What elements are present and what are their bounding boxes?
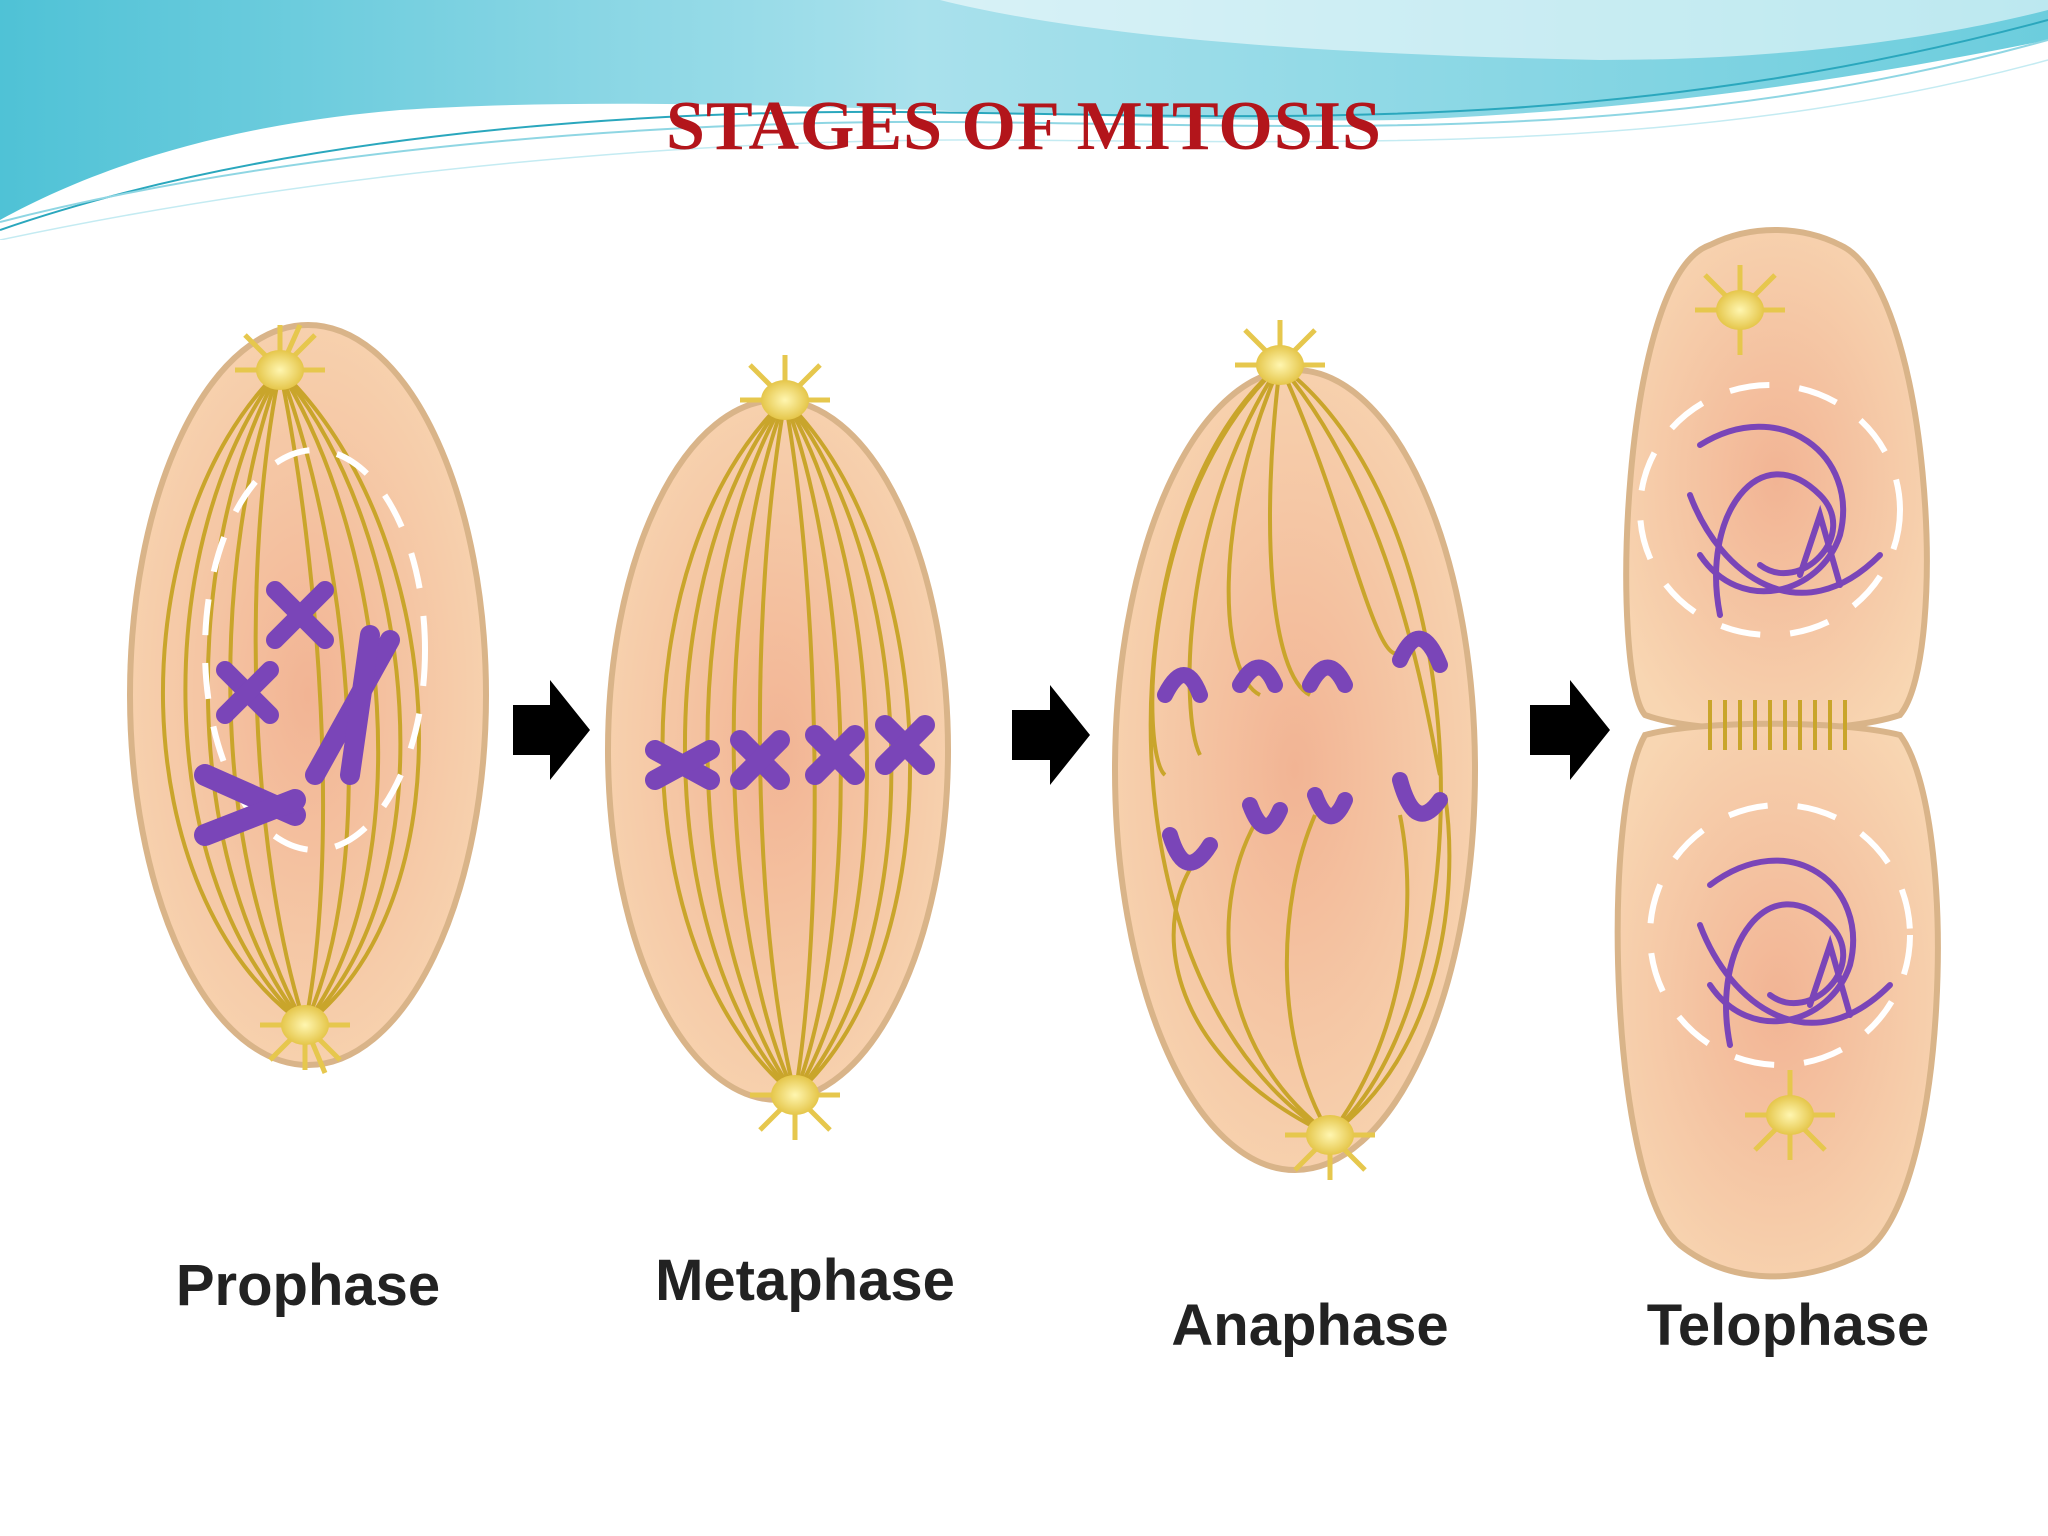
centrosome-bottom — [260, 1005, 350, 1074]
stage-telophase — [1614, 227, 1941, 1280]
nuclear-envelope — [202, 447, 428, 853]
label-prophase: Prophase — [176, 1253, 440, 1318]
slide-title: STAGES OF MITOSIS — [666, 88, 1382, 165]
centrosome-bottom — [750, 1075, 840, 1140]
spindle-fibers — [1148, 363, 1452, 1137]
label-metaphase: Metaphase — [655, 1248, 955, 1313]
mitosis-diagram: Prophase Metaphase Anaphase Telophase — [127, 227, 1941, 1358]
chromosomes — [194, 581, 400, 846]
chromosomes — [1157, 630, 1448, 871]
chromosomes — [645, 715, 935, 790]
nuclear-envelope-top — [1637, 382, 1903, 638]
chromatin-top — [1687, 423, 1883, 618]
centrosome-top — [740, 355, 830, 420]
cell-membrane-top — [1623, 227, 1930, 733]
header-wave-decoration — [0, 0, 2048, 240]
centrosome-top — [1695, 265, 1785, 355]
right-arrow-icon — [513, 680, 590, 780]
centrosome-top — [1235, 320, 1325, 385]
chromatin-bottom — [1697, 857, 1893, 1048]
label-anaphase: Anaphase — [1171, 1293, 1448, 1358]
stage-anaphase — [1112, 320, 1478, 1180]
label-telophase: Telophase — [1647, 1293, 1930, 1358]
centrosome-bottom — [1745, 1070, 1835, 1160]
cell-membrane — [127, 322, 489, 1068]
nuclear-envelope-bottom — [1647, 802, 1913, 1068]
stage-metaphase — [605, 355, 951, 1140]
right-arrow-icon — [1530, 680, 1610, 780]
right-arrow-icon — [1012, 685, 1090, 785]
stage-prophase — [127, 322, 489, 1074]
centrosome-bottom — [1285, 1115, 1375, 1180]
centrosome-top — [235, 323, 325, 390]
cleavage-furrow-fibers — [1708, 700, 1847, 750]
